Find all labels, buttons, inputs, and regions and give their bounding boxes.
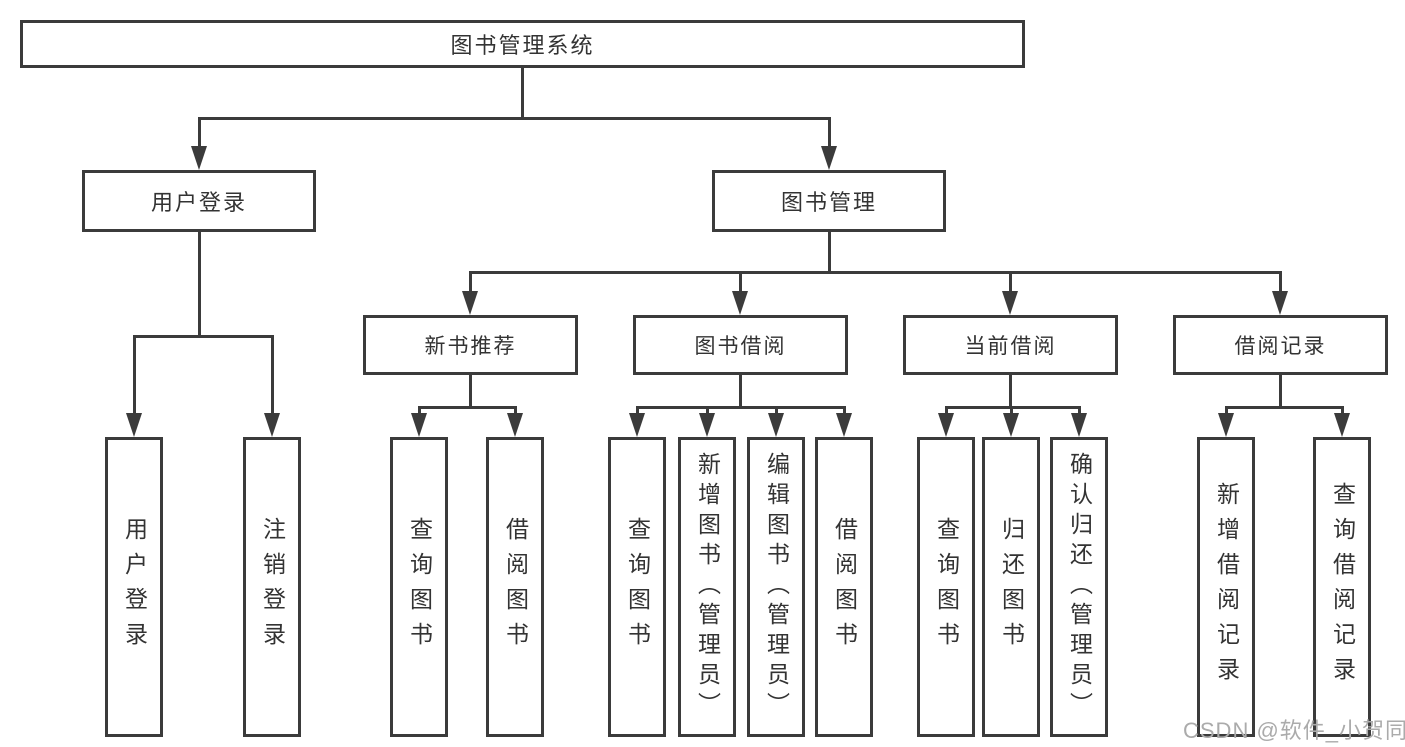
leaf-user-login: 用户登录 bbox=[105, 437, 163, 737]
node-label: 新增借阅记录 bbox=[1213, 482, 1240, 692]
node-label: 查询借阅记录 bbox=[1329, 482, 1356, 692]
node-label: 归还图书 bbox=[998, 517, 1025, 657]
node-label: 图书借阅 bbox=[694, 335, 787, 358]
leaf-query-books-borrowing: 查询图书 bbox=[608, 437, 666, 737]
arrowhead-down-icon bbox=[836, 413, 852, 437]
arrowhead-down-icon bbox=[462, 291, 478, 315]
arrowhead-down-icon bbox=[732, 291, 748, 315]
node-label: 新增图书（管理员） bbox=[694, 452, 721, 722]
leaf-confirm-return-admin: 确认归还（管理员） bbox=[1050, 437, 1108, 737]
connector-line bbox=[1340, 407, 1344, 416]
node-label: 查询图书 bbox=[933, 517, 960, 657]
connector-line bbox=[1278, 375, 1282, 408]
arrowhead-down-icon bbox=[264, 413, 280, 437]
node-label: 新书推荐 bbox=[424, 335, 517, 358]
leaf-borrow-books-newbook: 借阅图书 bbox=[486, 437, 544, 737]
connector-line bbox=[197, 118, 201, 149]
connector-line bbox=[197, 232, 201, 337]
arrowhead-down-icon bbox=[1218, 413, 1234, 437]
leaf-query-books-current: 查询图书 bbox=[917, 437, 975, 737]
connector-line bbox=[132, 334, 274, 338]
node-label: 查询图书 bbox=[624, 517, 651, 657]
leaf-edit-books-admin: 编辑图书（管理员） bbox=[747, 437, 805, 737]
connector-line bbox=[827, 118, 831, 149]
node-label: 查询图书 bbox=[406, 517, 433, 657]
arrowhead-down-icon bbox=[1334, 413, 1350, 437]
leaf-logout: 注销登录 bbox=[243, 437, 301, 737]
node-label: 图书管理系统 bbox=[450, 33, 595, 58]
connector-line bbox=[197, 116, 831, 120]
node-label: 图书管理 bbox=[780, 190, 877, 215]
leaf-add-borrow-record: 新增借阅记录 bbox=[1197, 437, 1255, 737]
arrowhead-down-icon bbox=[629, 413, 645, 437]
connector-line bbox=[827, 232, 831, 273]
node-book-borrowing: 图书借阅 bbox=[633, 315, 848, 375]
arrowhead-down-icon bbox=[699, 413, 715, 437]
connector-line bbox=[468, 375, 472, 408]
connector-line bbox=[417, 407, 421, 416]
connector-line bbox=[1077, 407, 1081, 416]
node-user-login: 用户登录 bbox=[82, 170, 316, 232]
arrowhead-down-icon bbox=[1002, 291, 1018, 315]
connector-line bbox=[944, 407, 948, 416]
node-book-management: 图书管理 bbox=[712, 170, 946, 232]
leaf-query-borrow-record: 查询借阅记录 bbox=[1313, 437, 1371, 737]
connector-line bbox=[1224, 405, 1344, 409]
node-label: 用户登录 bbox=[121, 517, 148, 657]
leaf-query-books-newbook: 查询图书 bbox=[390, 437, 448, 737]
arrowhead-down-icon bbox=[1272, 291, 1288, 315]
node-library-management-system: 图书管理系统 bbox=[20, 20, 1025, 68]
node-label: 注销登录 bbox=[259, 517, 286, 657]
arrowhead-down-icon bbox=[1003, 413, 1019, 437]
arrowhead-down-icon bbox=[1071, 413, 1087, 437]
connector-line bbox=[468, 272, 472, 293]
arrowhead-down-icon bbox=[821, 146, 837, 170]
connector-line bbox=[468, 270, 1282, 274]
node-label: 编辑图书（管理员） bbox=[763, 452, 790, 722]
node-label: 借阅记录 bbox=[1234, 335, 1327, 358]
node-label: 确认归还（管理员） bbox=[1066, 452, 1093, 722]
connector-line bbox=[738, 375, 742, 408]
node-current-borrowing: 当前借阅 bbox=[903, 315, 1118, 375]
connector-line bbox=[270, 337, 274, 416]
connector-line bbox=[635, 405, 846, 409]
connector-line bbox=[132, 337, 136, 416]
node-borrowing-records: 借阅记录 bbox=[1173, 315, 1388, 375]
connector-line bbox=[417, 405, 517, 409]
arrowhead-down-icon bbox=[411, 413, 427, 437]
node-label: 借阅图书 bbox=[831, 517, 858, 657]
arrowhead-down-icon bbox=[768, 413, 784, 437]
leaf-return-books: 归还图书 bbox=[982, 437, 1040, 737]
connector-line bbox=[635, 407, 639, 416]
leaf-borrow-books-borrowing: 借阅图书 bbox=[815, 437, 873, 737]
connector-line bbox=[1278, 272, 1282, 293]
connector-line bbox=[842, 407, 846, 416]
connector-line bbox=[1008, 272, 1012, 293]
csdn-watermark: CSDN @软件_小贺同学 bbox=[1183, 718, 1405, 743]
arrowhead-down-icon bbox=[191, 146, 207, 170]
connector-line bbox=[738, 272, 742, 293]
node-label: 借阅图书 bbox=[502, 517, 529, 657]
arrowhead-down-icon bbox=[507, 413, 523, 437]
connector-line bbox=[520, 68, 524, 118]
connector-line bbox=[705, 407, 709, 416]
connector-line bbox=[1008, 375, 1012, 408]
node-new-book-recommendation: 新书推荐 bbox=[363, 315, 578, 375]
node-label: 当前借阅 bbox=[964, 335, 1057, 358]
arrowhead-down-icon bbox=[126, 413, 142, 437]
connector-line bbox=[513, 407, 517, 416]
connector-line bbox=[1009, 407, 1013, 416]
leaf-add-books-admin: 新增图书（管理员） bbox=[678, 437, 736, 737]
arrowhead-down-icon bbox=[938, 413, 954, 437]
connector-line bbox=[944, 405, 1081, 409]
connector-line bbox=[774, 407, 778, 416]
connector-line bbox=[1224, 407, 1228, 416]
node-label: 用户登录 bbox=[150, 190, 247, 215]
